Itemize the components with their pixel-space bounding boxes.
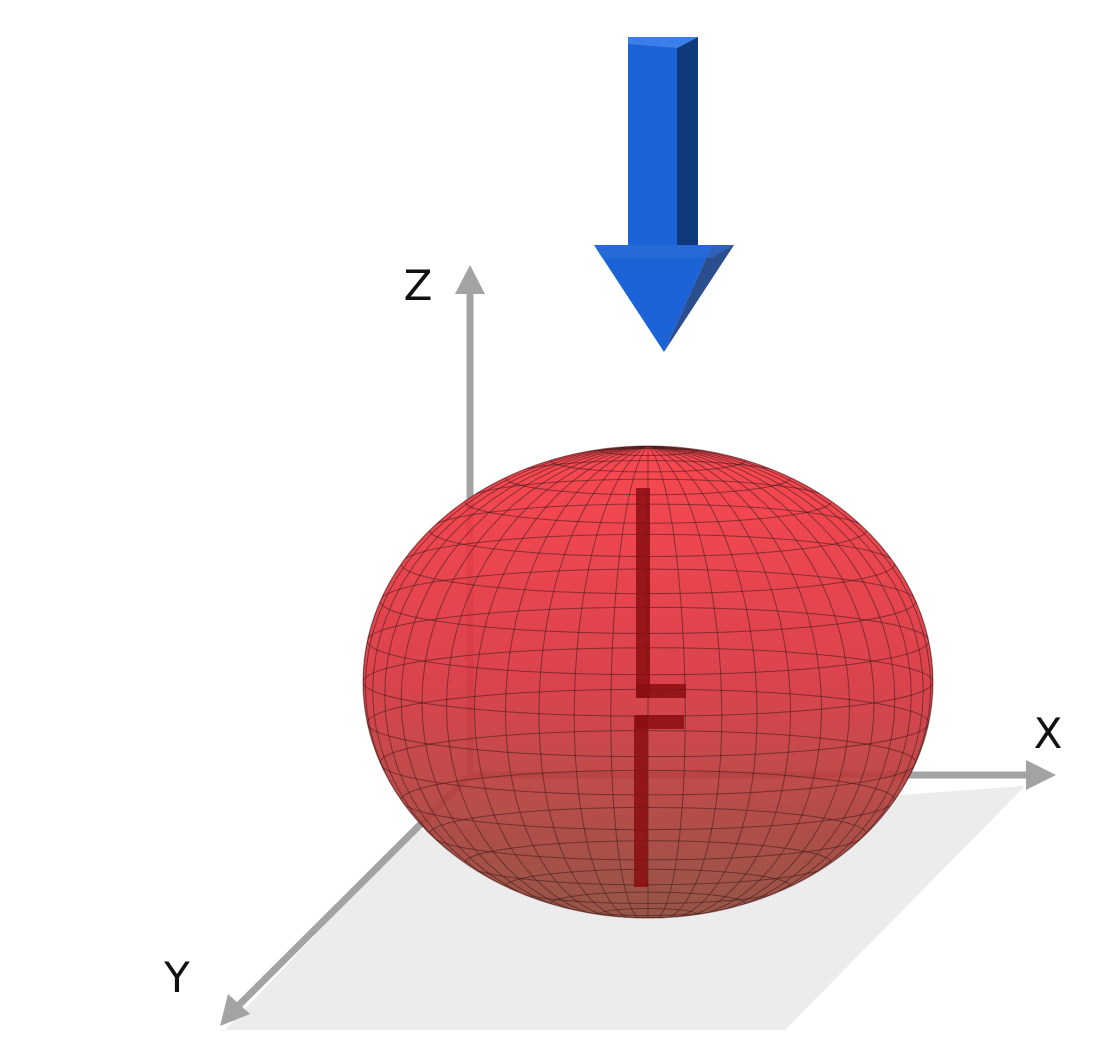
x-axis-label: X [1034,709,1063,758]
longitude-line [647,446,792,918]
arrow-shaft-top [628,37,698,48]
downward-arrow-icon [594,37,734,352]
longitude-line [647,446,686,918]
longitude-line [504,446,649,918]
arrow-head-side [664,245,734,352]
ellipsoid-body [362,445,934,919]
x-axis-arrowhead [1026,760,1056,790]
longitude-line [647,446,823,918]
arrow-shaft-side [677,37,698,256]
inner-bar-upper-foot [636,684,686,698]
z-axis-arrowhead [455,265,485,294]
inner-bar-upper [636,488,650,698]
longitude-line [573,446,649,918]
inner-marks [634,488,686,887]
longitude-line [445,446,649,918]
inner-bar-lower [634,715,648,887]
arrow-head-top [594,245,734,258]
longitude-line [538,446,649,918]
arrow-shaft-front [628,37,698,256]
longitude-line [610,446,649,918]
longitude-line [647,446,758,918]
longitude-line [647,446,875,918]
longitude-line [421,446,649,918]
arrow-head-front [594,245,712,352]
longitude-line [647,446,723,918]
longitude-line [647,446,851,918]
longitude-line [473,446,649,918]
y-axis-arrowhead [220,994,250,1026]
y-axis-label: Y [163,953,190,1002]
z-axis-label: Z [404,261,433,310]
